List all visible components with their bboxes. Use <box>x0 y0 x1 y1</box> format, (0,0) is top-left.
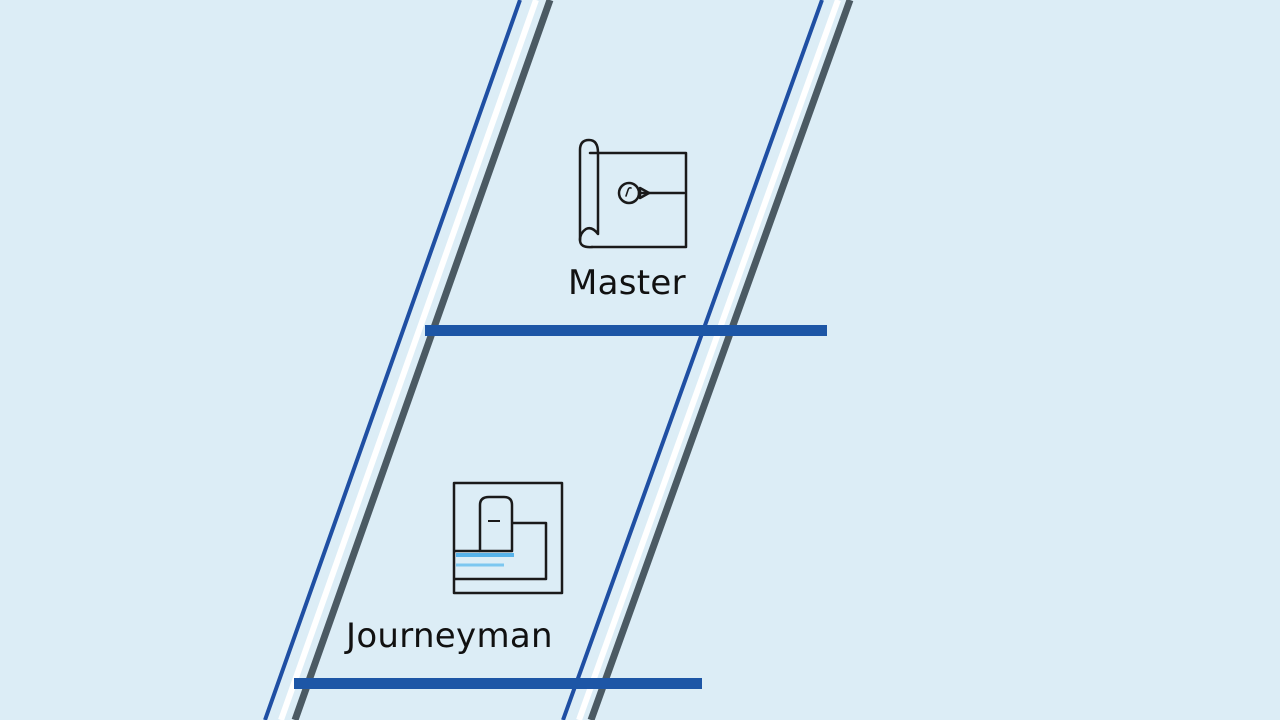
level-label-journeyman: Journeyman <box>346 616 553 656</box>
scroll-key-icon <box>578 138 688 249</box>
level-label-master: Master <box>568 263 686 303</box>
ladder-left-rail <box>263 0 554 720</box>
ladder-right-rail <box>561 0 854 720</box>
ladder-rung-lower <box>294 678 702 689</box>
workbench-tool-icon <box>452 481 564 595</box>
ladder-rung-upper <box>425 325 827 336</box>
